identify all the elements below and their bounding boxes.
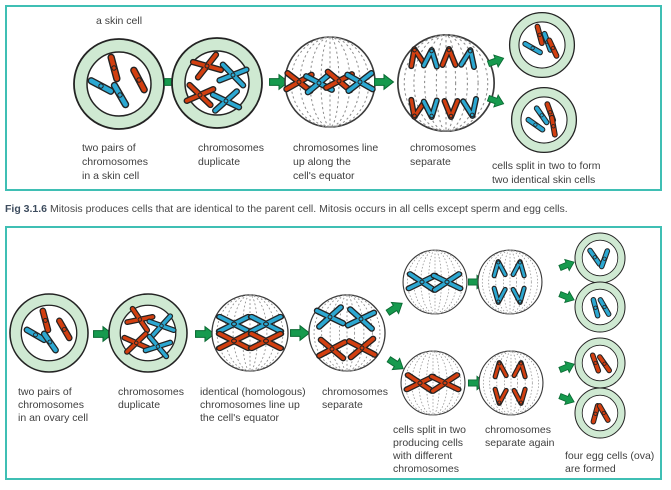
cell-ring [171,37,263,129]
metaphase2-spindle-bottom [400,350,466,416]
arrow-split-up-icon [557,256,577,274]
stage-label: chromosomes separate [410,142,476,168]
meiosis-panel: two pairs of chromosomes in an ovary cel… [5,226,662,480]
metaphase1-spindle [211,294,289,372]
anaphase1-spindle [308,294,386,372]
stage-label: two pairs of chromosomes in a skin cell [82,142,148,182]
cell-ring [574,232,626,284]
arrow-right-icon [290,325,310,341]
stage-label: chromosomes line up along the cell's equ… [293,142,379,182]
stage-label: chromosomes duplicate [198,142,264,168]
stage-label: chromosomes separate [322,386,388,411]
cell-ring [574,337,626,389]
figure-caption-text: Mitosis produces cells that are identica… [50,203,568,215]
cell-ring [574,387,626,439]
arrow-branch-up-icon [383,297,407,319]
anaphase2-spindle-top [477,249,543,315]
arrow-split-down-icon [557,288,577,306]
cell-ring [73,38,165,130]
stage-label: chromosomes separate again [485,424,555,449]
egg-cell-1 [574,232,626,284]
stage-label: cells split in two producing cells with … [393,424,466,475]
spindle-body [478,350,544,416]
cell-ring [574,281,626,333]
stage-label: identical (homologous) chromosomes line … [200,386,306,424]
stage-label: cells split in two to form two identical… [492,160,601,186]
spindle-body [402,249,468,315]
stage-label: chromosomes duplicate [118,386,184,411]
anaphase2-spindle-bottom [478,350,544,416]
egg-cell-2 [574,281,626,333]
duplicated-ovary-cell [108,293,188,373]
cell-title-label: a skin cell [95,15,143,27]
anaphase-spindle [396,33,496,133]
figure-number: Fig 3.1.6 [5,203,48,215]
parent-ovary-cell [9,293,89,373]
mitosis-panel: a skin cell two pairs of chromosomes in … [5,5,662,191]
parent-skin-cell [73,38,165,130]
daughter-skin-cell-2 [510,86,578,154]
daughter-skin-cell-1 [508,11,576,79]
duplicated-skin-cell [171,37,263,129]
spindle-body [477,249,543,315]
spindle-body [400,350,466,416]
egg-cell-3 [574,337,626,389]
stage-label: four egg cells (ova) are formed [565,450,655,475]
metaphase-spindle [285,36,376,128]
metaphase2-spindle-top [402,249,468,315]
arrow-split-up-icon [557,358,577,376]
spindle-body [308,294,386,372]
egg-cell-4 [574,387,626,439]
arrow-right-icon [374,74,394,90]
meiosis-diagram [9,232,626,439]
arrow-split-down-icon [557,390,577,408]
stage-label: two pairs of chromosomes in an ovary cel… [18,386,89,424]
